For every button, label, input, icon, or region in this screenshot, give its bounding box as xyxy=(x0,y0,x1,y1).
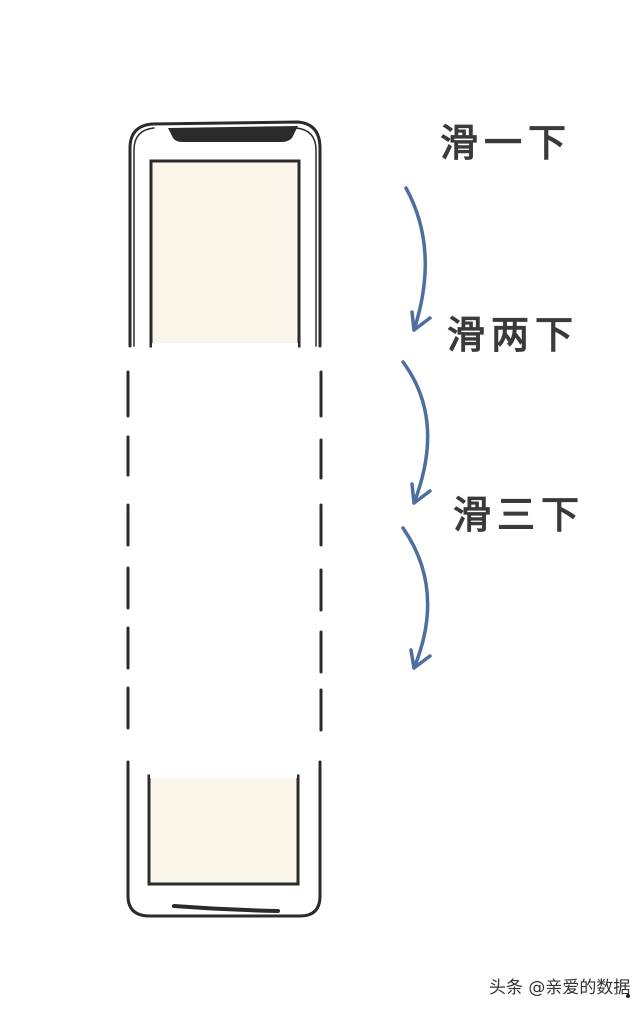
dashed-continuation xyxy=(126,370,323,732)
curved-down-arrow-icon xyxy=(404,186,432,332)
phone-bottom-icon xyxy=(126,760,322,918)
watermark-dot xyxy=(626,994,630,998)
notch-icon xyxy=(168,126,298,142)
step-label-2: 滑两下 xyxy=(447,313,580,357)
step-label-1: 滑一下 xyxy=(440,121,573,165)
home-bar-icon xyxy=(172,904,280,913)
top-screen xyxy=(149,159,301,348)
step-label-3: 滑三下 xyxy=(453,493,586,537)
watermark-text: 头条 @亲爱的数据 xyxy=(489,978,631,998)
bottom-screen xyxy=(147,774,300,886)
phone-top-icon xyxy=(128,120,322,349)
curved-down-arrow-icon xyxy=(401,526,432,670)
curved-down-arrow-icon xyxy=(401,360,432,505)
